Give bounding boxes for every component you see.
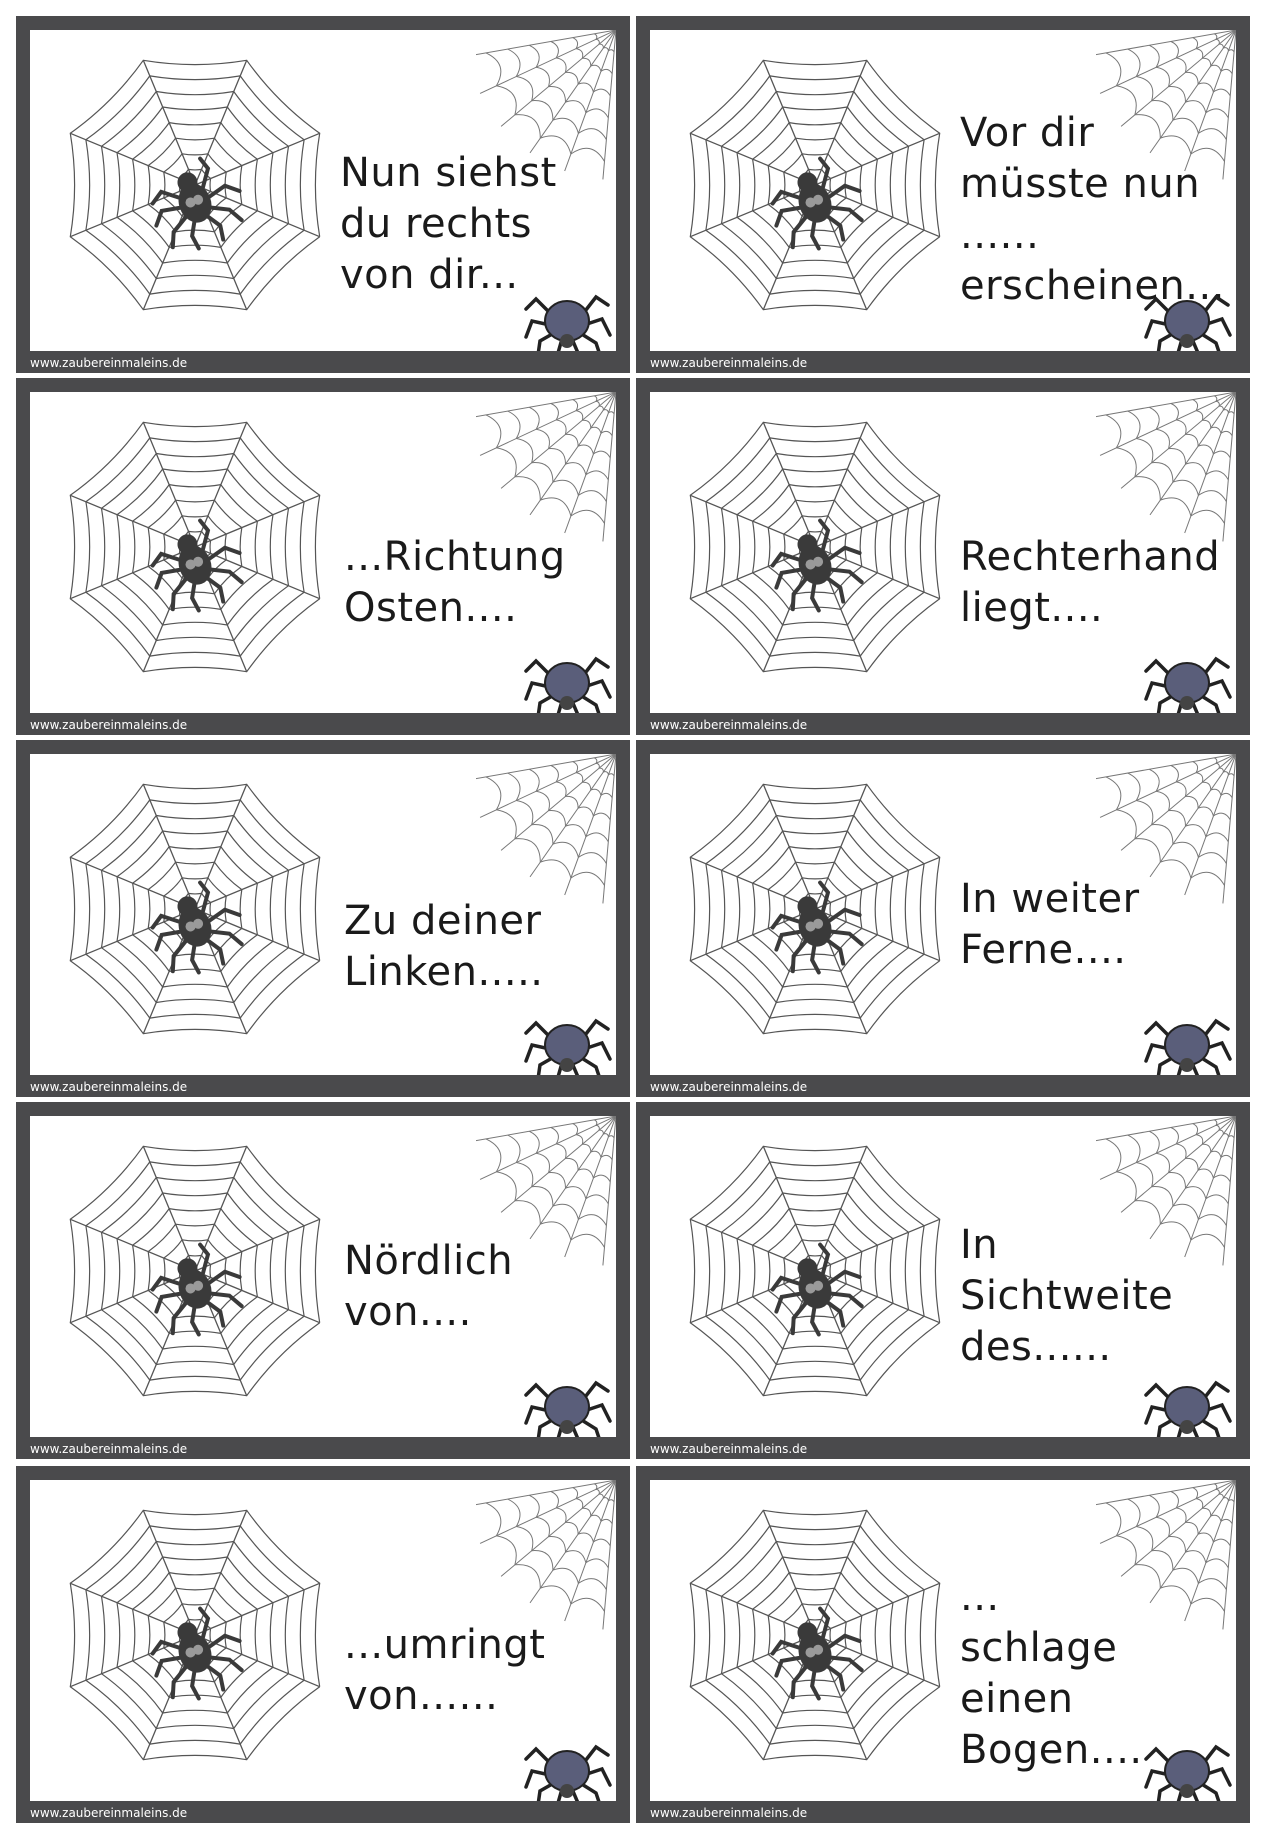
- card-face: Vor dir müsste nun ...... erscheinen...: [650, 30, 1236, 351]
- spiderweb-icon: [689, 59, 941, 311]
- spider-icon: [1144, 294, 1232, 351]
- spiderweb-icon: [689, 1145, 941, 1397]
- website-label: www.zaubereinmaleins.de: [30, 1442, 188, 1456]
- spiderweb-icon: [69, 1509, 321, 1761]
- card-5: Zu deiner Linken..... www.zaubereinmalei…: [16, 740, 630, 1097]
- card-face: Nördlich von....: [30, 1116, 616, 1437]
- website-label: www.zaubereinmaleins.de: [30, 1080, 188, 1094]
- website-label: www.zaubereinmaleins.de: [650, 1806, 808, 1820]
- card-9: ...umringt von...... www.zaubereinmalein…: [16, 1466, 630, 1823]
- corner-web-icon: [476, 1116, 616, 1266]
- corner-web-icon: [1096, 1116, 1236, 1266]
- card-face: ... schlage einen Bogen....: [650, 1480, 1236, 1801]
- card-7: Nördlich von.... www.zaubereinmaleins.de: [16, 1102, 630, 1459]
- corner-web-icon: [476, 754, 616, 904]
- spider-icon: [524, 1744, 612, 1801]
- small-spider-icon: [770, 1606, 864, 1701]
- small-spider-icon: [150, 1606, 244, 1701]
- card-text: In Sichtweite des......: [960, 1222, 1174, 1370]
- card-1: Nun siehst du rechts von dir... www.zaub…: [16, 16, 630, 373]
- corner-web-icon: [1096, 754, 1236, 904]
- card-face: ...umringt von......: [30, 1480, 616, 1801]
- website-label: www.zaubereinmaleins.de: [30, 1806, 188, 1820]
- card-6: In weiter Ferne.... www.zaubereinmaleins…: [636, 740, 1250, 1097]
- small-spider-icon: [770, 1242, 864, 1337]
- small-spider-icon: [150, 518, 244, 613]
- website-label: www.zaubereinmaleins.de: [650, 718, 808, 732]
- card-text: ... schlage einen Bogen....: [960, 1574, 1143, 1773]
- corner-web-icon: [476, 30, 616, 180]
- spider-icon: [524, 294, 612, 351]
- card-text: Zu deiner Linken.....: [344, 898, 544, 995]
- card-text: Nun siehst du rechts von dir...: [340, 150, 557, 298]
- card-face: In weiter Ferne....: [650, 754, 1236, 1075]
- spider-icon: [1144, 1380, 1232, 1437]
- card-face: In Sichtweite des......: [650, 1116, 1236, 1437]
- spider-icon: [524, 656, 612, 713]
- spiderweb-icon: [69, 1145, 321, 1397]
- card-2: Vor dir müsste nun ...... erscheinen... …: [636, 16, 1250, 373]
- spiderweb-icon: [69, 421, 321, 673]
- card-face: Rechterhand liegt....: [650, 392, 1236, 713]
- spider-icon: [1144, 1018, 1232, 1075]
- small-spider-icon: [150, 156, 244, 251]
- card-text: In weiter Ferne....: [960, 876, 1140, 973]
- small-spider-icon: [770, 156, 864, 251]
- card-text: ...umringt von......: [344, 1622, 546, 1719]
- card-3: ...Richtung Osten.... www.zaubereinmalei…: [16, 378, 630, 735]
- card-face: Zu deiner Linken.....: [30, 754, 616, 1075]
- corner-web-icon: [1096, 392, 1236, 542]
- spiderweb-icon: [689, 783, 941, 1035]
- small-spider-icon: [770, 880, 864, 975]
- card-text: Nördlich von....: [344, 1238, 514, 1335]
- card-face: ...Richtung Osten....: [30, 392, 616, 713]
- website-label: www.zaubereinmaleins.de: [650, 1442, 808, 1456]
- spiderweb-icon: [689, 421, 941, 673]
- card-8: In Sichtweite des...... www.zaubereinmal…: [636, 1102, 1250, 1459]
- corner-web-icon: [1096, 30, 1236, 180]
- website-label: www.zaubereinmaleins.de: [650, 1080, 808, 1094]
- corner-web-icon: [476, 1480, 616, 1630]
- corner-web-icon: [476, 392, 616, 542]
- spiderweb-icon: [69, 59, 321, 311]
- website-label: www.zaubereinmaleins.de: [650, 356, 808, 370]
- spider-icon: [524, 1380, 612, 1437]
- spider-icon: [1144, 1744, 1232, 1801]
- card-10: ... schlage einen Bogen.... www.zauberei…: [636, 1466, 1250, 1823]
- card-text: ...Richtung Osten....: [344, 534, 566, 631]
- spider-icon: [1144, 656, 1232, 713]
- card-face: Nun siehst du rechts von dir...: [30, 30, 616, 351]
- website-label: www.zaubereinmaleins.de: [30, 718, 188, 732]
- corner-web-icon: [1096, 1480, 1236, 1630]
- card-4: Rechterhand liegt.... www.zaubereinmalei…: [636, 378, 1250, 735]
- spiderweb-icon: [69, 783, 321, 1035]
- small-spider-icon: [770, 518, 864, 613]
- spiderweb-icon: [689, 1509, 941, 1761]
- website-label: www.zaubereinmaleins.de: [30, 356, 188, 370]
- card-text: Rechterhand liegt....: [960, 534, 1221, 631]
- small-spider-icon: [150, 880, 244, 975]
- spider-icon: [524, 1018, 612, 1075]
- small-spider-icon: [150, 1242, 244, 1337]
